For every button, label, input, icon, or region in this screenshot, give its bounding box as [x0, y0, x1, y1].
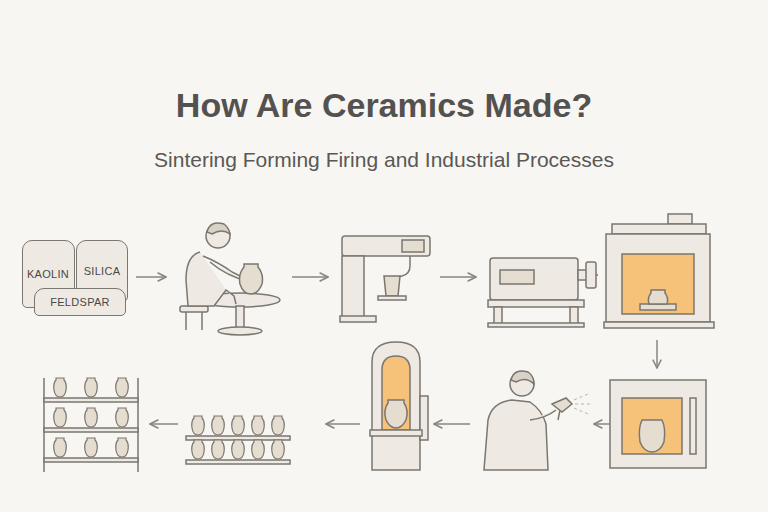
press-machine [488, 258, 598, 327]
kiln [604, 214, 714, 328]
bag-label: FELDSPAR [50, 296, 110, 308]
firing-oven [610, 380, 706, 468]
bag-label: SILICA [84, 265, 121, 277]
bag-label: KAOLIN [27, 268, 69, 280]
storage-rack [44, 378, 138, 472]
forming-machine [340, 236, 430, 322]
subtitle: Sintering Forming Firing and Industrial … [0, 148, 768, 172]
page-title: How Are Ceramics Made? [0, 86, 768, 125]
drying-shelf [186, 416, 290, 464]
arch-kiln [370, 342, 428, 470]
glazing-worker [484, 371, 590, 470]
potter-figure [180, 223, 280, 335]
material-bag: FELDSPAR [34, 288, 126, 316]
